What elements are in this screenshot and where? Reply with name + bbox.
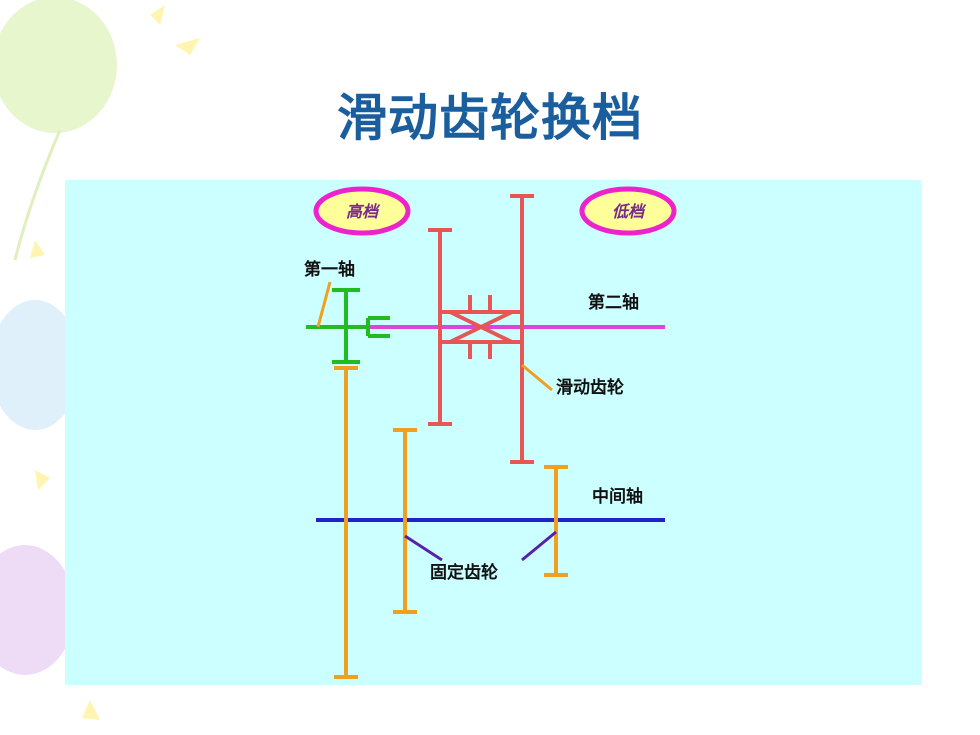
first-shaft-pointer	[316, 281, 332, 328]
sliding-gear-pointer	[521, 363, 553, 392]
high-gear-text: 高档	[346, 202, 381, 221]
balloon-purple	[0, 545, 75, 675]
intermediate-shaft-label: 中间轴	[592, 486, 643, 507]
low-gear-badge: 低档	[579, 186, 677, 236]
low-gear-text: 低档	[612, 202, 647, 221]
diagram-panel	[65, 180, 922, 685]
page-title: 滑动齿轮换档	[337, 88, 643, 147]
sliding-gear	[428, 194, 534, 464]
first-shaft-label: 第一轴	[304, 259, 355, 280]
sliding-gear-label: 滑动齿轮	[556, 377, 624, 398]
balloon-blue	[0, 300, 80, 430]
high-gear-badge: 高档	[313, 186, 411, 236]
fixed-gears	[334, 366, 568, 679]
first-shaft	[306, 288, 390, 364]
fixed-gear-pointers	[404, 530, 557, 562]
balloon-green	[0, 0, 117, 133]
fixed-gear-label: 固定齿轮	[430, 562, 498, 583]
second-shaft-label: 第二轴	[588, 292, 639, 313]
